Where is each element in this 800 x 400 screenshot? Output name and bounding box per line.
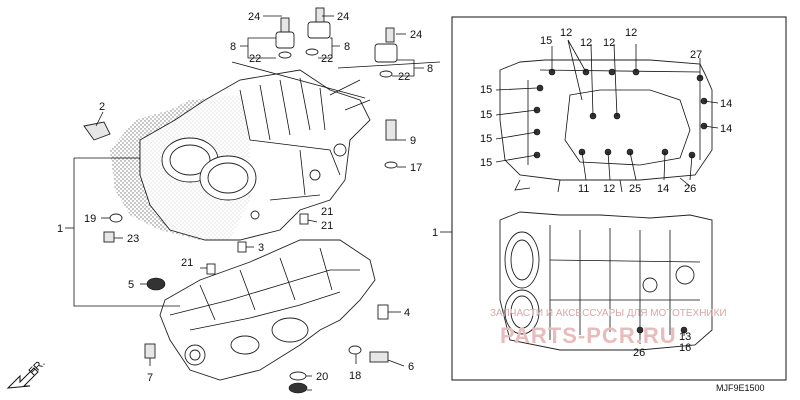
- part-9-switch: [385, 119, 397, 141]
- callout-26b: 26: [633, 347, 645, 359]
- callout-24c: 24: [410, 29, 422, 41]
- small-parts: [83, 7, 398, 394]
- part-3-dowel: [237, 241, 247, 253]
- upper-crankcase: [110, 69, 371, 241]
- part-18-washer: [348, 345, 362, 355]
- callout-6: 6: [408, 361, 414, 373]
- callout-23: 23: [127, 233, 139, 245]
- part-19-washer: [109, 213, 123, 223]
- callout-3: 3: [258, 242, 264, 254]
- part-8c-sensor: [374, 43, 398, 63]
- diagram-code: MJF9E1500: [716, 383, 765, 393]
- callout-12c: 12: [603, 37, 615, 49]
- callout-16: 16: [679, 342, 691, 354]
- callout-2: 2: [99, 101, 105, 113]
- part-21a-dowel: [299, 213, 309, 225]
- part-7-sensor: [144, 343, 156, 359]
- callout-21b: 21: [181, 257, 193, 269]
- part-8a-sensor: [275, 31, 295, 49]
- callout-11: 11: [578, 183, 589, 195]
- part-17-washer: [384, 161, 398, 169]
- callout-8c: 8: [427, 63, 433, 75]
- crankcase-bottom-view: [499, 211, 713, 351]
- callout-21a: 21: [321, 220, 333, 232]
- callout-12b: 12: [580, 37, 592, 49]
- callout-13: 13: [679, 331, 691, 343]
- right-view-frame: [451, 16, 787, 381]
- left-callouts: 1 2 3 4 5 6 7 8 8 8 9 17 18 19 20 21 21 …: [57, 11, 433, 384]
- part-21b-dowel: [206, 263, 216, 275]
- watermark-line1: ЗАПЧАСТИ И АКСЕССУАРЫ ДЛЯ МОТОТЕХНИКИ: [490, 308, 727, 319]
- callout-27: 27: [690, 49, 702, 61]
- lower-crankcase: [159, 239, 376, 381]
- callout-4: 4: [404, 307, 410, 319]
- callout-22b: 22: [321, 53, 333, 65]
- part-24c-bolt: [385, 27, 395, 43]
- right-callouts: 1 15 15 15 15 15 12 12 12 12 27 14 14 11…: [432, 27, 732, 359]
- callout-18: 18: [349, 370, 361, 382]
- callout-1-right: 1: [432, 227, 438, 239]
- callout-26a: 26: [684, 183, 696, 195]
- callout-14c: 14: [657, 183, 669, 195]
- callout-1-left: 1: [57, 223, 63, 235]
- part-5-plug: [146, 277, 166, 291]
- callout-19: 19: [84, 213, 96, 225]
- callout-17: 17: [410, 162, 422, 174]
- callout-8a: 8: [230, 41, 236, 53]
- callout-14a: 14: [720, 98, 732, 110]
- callout-15b: 15: [480, 84, 492, 96]
- callout-15e: 15: [480, 157, 492, 169]
- callout-14b: 14: [720, 123, 732, 135]
- part-22b-oring: [305, 48, 319, 56]
- crankcase-top-view: [499, 59, 713, 193]
- part-20-washer: [289, 371, 307, 381]
- callout-8b: 8: [344, 41, 350, 53]
- callout-5: 5: [128, 279, 134, 291]
- part-23-bolt: [103, 231, 115, 243]
- part-6-switch: [369, 351, 389, 363]
- callout-22a: 22: [249, 53, 261, 65]
- callout-20: 20: [316, 371, 328, 383]
- callout-21a-number: 21: [321, 206, 333, 218]
- callout-12d: 12: [625, 27, 637, 39]
- part-24a-bolt: [280, 17, 290, 33]
- callout-12a: 12: [560, 27, 572, 39]
- part-10-plug: [288, 382, 308, 394]
- part-22a-oring: [278, 51, 292, 59]
- callout-22c: 22: [398, 71, 410, 83]
- callout-9: 9: [410, 135, 416, 147]
- right-leader-lines: [495, 39, 719, 344]
- left-leader-lines: [65, 15, 441, 391]
- callout-15d: 15: [480, 133, 492, 145]
- watermark-line2: PARTS-PCR.RU: [500, 323, 677, 348]
- part-4-dowel: [377, 304, 389, 320]
- callout-25: 25: [629, 183, 641, 195]
- callout-7: 7: [147, 372, 153, 384]
- callout-15a: 15: [540, 35, 552, 47]
- callout-24a: 24: [248, 11, 260, 23]
- callout-15c: 15: [480, 109, 492, 121]
- part-22c-oring: [379, 70, 393, 78]
- callout-24b: 24: [337, 11, 349, 23]
- part-8b-sensor: [307, 21, 331, 39]
- part-24b-bolt: [315, 7, 325, 23]
- front-arrow: [6, 367, 39, 389]
- callout-12e: 12: [603, 183, 615, 195]
